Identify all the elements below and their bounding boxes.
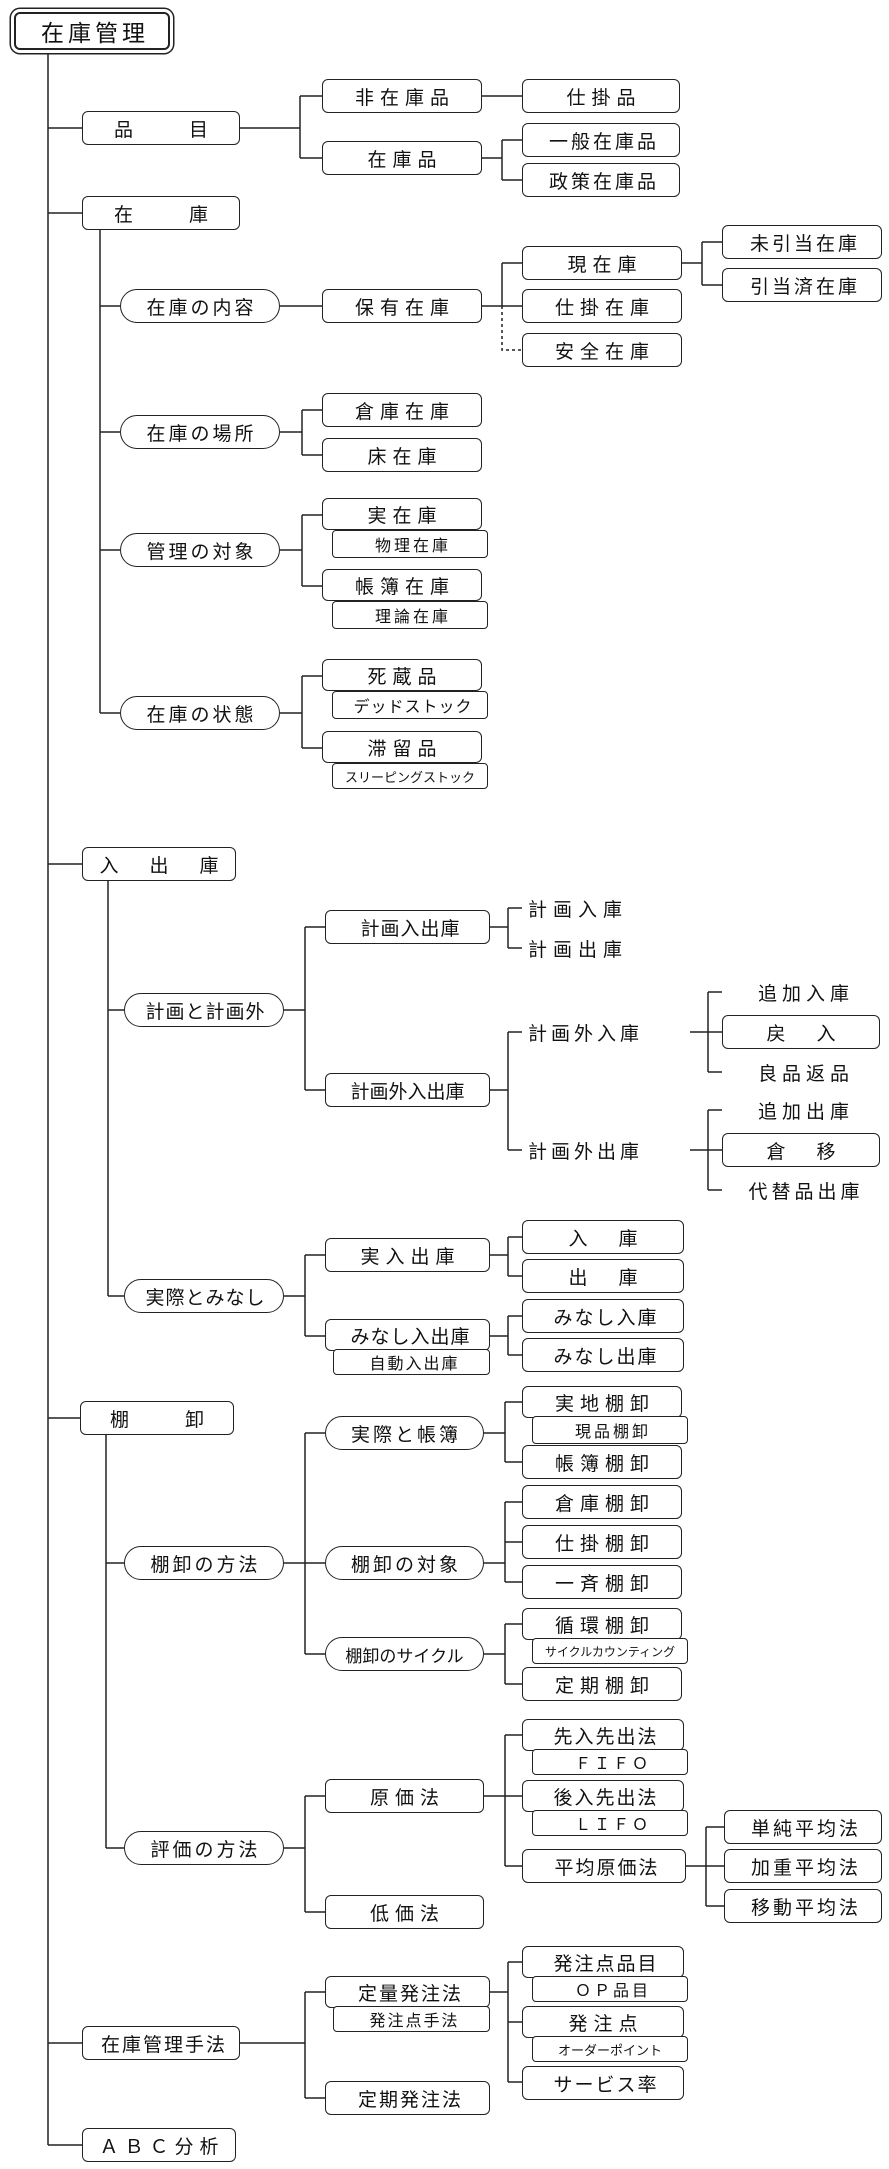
node-minashi-nyushukko: みなし入出庫: [325, 1319, 490, 1351]
node-hizaikohin: 非在庫品: [322, 79, 482, 113]
node-jitchi-tanaoroshi: 実地棚卸: [522, 1386, 682, 1418]
node-junkan-tanaoroshi: 循環棚卸: [522, 1608, 682, 1640]
node-kanri-no-taisho: 管理の対象: [120, 533, 280, 567]
node-jido-nyushukko: 自動入出庫: [333, 1349, 490, 1375]
node-genzaiko: 現在庫: [522, 246, 682, 280]
node-issei-tanaoroshi: 一斉棚卸: [522, 1565, 682, 1599]
node-keikaku-shukko: 計画出庫: [528, 938, 629, 961]
node-jissai-to-chobo: 実際と帳簿: [325, 1416, 484, 1450]
node-tairyuhin: 滞留品: [322, 731, 482, 763]
node-keikaku-to-keikakugai: 計画と計画外: [124, 993, 284, 1027]
node-zaiko-no-basho: 在庫の場所: [120, 415, 280, 449]
node-shukko: 出 庫: [522, 1259, 684, 1293]
node-jissai-to-minashi: 実際とみなし: [124, 1279, 284, 1313]
node-nyuko: 入 庫: [522, 1220, 684, 1254]
node-cycle-counting: サイクルカウンティング: [532, 1638, 688, 1664]
node-nyushukko: 入 出 庫: [82, 847, 236, 881]
node-seisaku-zaikohin: 政策在庫品: [522, 163, 680, 197]
node-dead-stock: デッドストック: [332, 691, 488, 719]
node-jitsu-nyushukko: 実入出庫: [325, 1238, 490, 1272]
node-zaikohin: 在庫品: [322, 141, 482, 175]
node-genpin-tanaoroshi: 現品棚卸: [532, 1416, 688, 1444]
node-keikaku-nyuko: 計画入庫: [528, 898, 629, 921]
node-anzen-zaiko: 安全在庫: [522, 333, 682, 367]
node-hacchuten-hinmoku: 発注点品目: [522, 1946, 684, 1978]
node-soko-tanaoroshi: 倉庫棚卸: [522, 1485, 682, 1519]
node-keikakugai-nyuko: 計画外入庫: [528, 1022, 644, 1045]
root-node: 在庫管理: [14, 12, 170, 50]
node-zaiko-no-naiyo: 在庫の内容: [120, 289, 280, 323]
node-hacchuten: 発注点: [522, 2006, 684, 2038]
node-yuka-zaiko: 床在庫: [322, 438, 482, 472]
node-op-hinmoku: ＯＰ品目: [532, 1976, 688, 2002]
node-chobo-zaiko: 帳簿在庫: [322, 569, 482, 601]
node-abc: ＡＢＣ分析: [82, 2128, 236, 2162]
node-shizohin: 死蔵品: [322, 659, 482, 691]
node-riron-zaiko: 理論在庫: [332, 601, 488, 629]
node-tanaoroshi: 棚 卸: [80, 1401, 234, 1435]
node-zaiko: 在 庫: [82, 196, 240, 230]
node-minashi-shukko: みなし出庫: [522, 1338, 684, 1372]
node-tsuika-nyuko: 追加入庫: [757, 982, 854, 1005]
node-order-point: オーダーポイント: [532, 2036, 688, 2062]
node-hikiatezumi-zaiko: 引当済在庫: [722, 268, 882, 302]
node-chobo-tanaoroshi: 帳簿棚卸: [522, 1445, 682, 1479]
node-shikake-tanaoroshi: 仕掛棚卸: [522, 1525, 682, 1559]
node-keikakugai-shukko: 計画外出庫: [528, 1140, 644, 1163]
node-teiryo-hacchuho: 定量発注法: [325, 1976, 490, 2008]
node-tsuika-shukko: 追加出庫: [757, 1100, 854, 1123]
node-heikin-genkaho: 平均原価法: [522, 1849, 686, 1883]
node-hacchuten-shuho: 発注点手法: [333, 2006, 490, 2032]
node-hyoka-no-hoho: 評価の方法: [124, 1831, 284, 1865]
node-shikakehin: 仕掛品: [522, 79, 680, 113]
node-kaju-heikinho: 加重平均法: [724, 1849, 882, 1883]
node-lifo: ＬＩＦＯ: [532, 1810, 688, 1836]
node-minashi-nyuko: みなし入庫: [522, 1299, 684, 1333]
node-tanaoroshi-no-hoho: 棚卸の方法: [124, 1546, 284, 1580]
node-kura-i: 倉 移: [722, 1133, 880, 1167]
node-butsuri-zaiko: 物理在庫: [332, 530, 488, 558]
node-service-ritsu: サービス率: [522, 2066, 684, 2100]
node-modori-nyu: 戻 入: [722, 1015, 880, 1049]
node-shikake-zaiko: 仕掛在庫: [522, 289, 682, 323]
node-sleeping-stock: スリーピングストック: [332, 763, 488, 789]
node-tanaoroshi-no-cycle: 棚卸のサイクル: [325, 1637, 484, 1671]
node-keikaku-nyushukko: 計画入出庫: [325, 910, 490, 944]
node-genkaho: 原価法: [325, 1779, 484, 1813]
node-tanaoroshi-no-taisho: 棚卸の対象: [325, 1546, 484, 1580]
node-tanjun-heikinho: 単純平均法: [724, 1810, 882, 1844]
node-atoire-sakidashi: 後入先出法: [522, 1780, 684, 1812]
node-hinmoku: 品 目: [82, 111, 240, 145]
node-soko-zaiko: 倉庫在庫: [322, 393, 482, 427]
node-ido-heikinho: 移動平均法: [724, 1889, 882, 1923]
node-mihikiate-zaiko: 未引当在庫: [722, 225, 882, 259]
node-fifo: ＦＩＦＯ: [532, 1749, 688, 1775]
node-teikaho: 低価法: [325, 1895, 484, 1929]
node-daitaihin-shukko: 代替品出庫: [748, 1180, 864, 1203]
node-teiki-hacchuho: 定期発注法: [325, 2081, 490, 2115]
node-jitsu-zaiko: 実在庫: [322, 498, 482, 530]
node-zaiko-kanri-shuho: 在庫管理手法: [82, 2026, 240, 2060]
node-zaiko-no-jotai: 在庫の状態: [120, 696, 280, 730]
node-teiki-tanaoroshi: 定期棚卸: [522, 1667, 682, 1701]
node-keikakugai-nyushukko: 計画外入出庫: [325, 1073, 490, 1107]
node-ryohin-henpin: 良品返品: [757, 1062, 854, 1085]
node-hoyu-zaiko: 保有在庫: [322, 289, 482, 323]
node-ippan-zaikohin: 一般在庫品: [522, 123, 680, 157]
node-sakiire-sakidashi: 先入先出法: [522, 1719, 684, 1751]
